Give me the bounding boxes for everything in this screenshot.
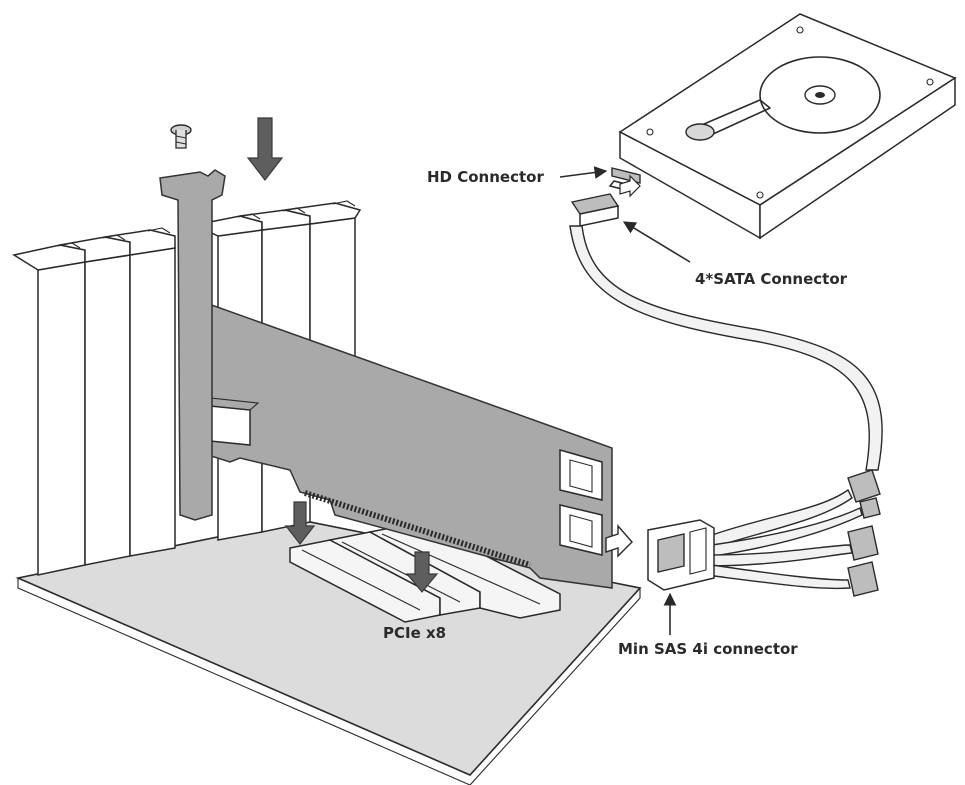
down-arrow-icon [246,117,284,181]
sata-connector-label: 4*SATA Connector [695,270,848,288]
card-mounting-bracket [159,169,226,521]
sata-cable [569,193,883,471]
raid-controller-card [191,296,613,589]
screw-icon [170,124,192,149]
right-arrow-icon [605,524,633,558]
pcie-slots [289,521,561,623]
sas-connector-label: Min SAS 4i connector [618,640,798,658]
hd-connector-label: HD Connector [427,168,544,186]
hard-drive [608,13,957,240]
sata-connector-leader [622,221,691,263]
down-arrow-icon [284,501,316,545]
hd-connector-leader [559,166,608,179]
pcie-label: PCIe x8 [383,624,446,642]
down-arrow-icon [405,551,439,593]
sas-fanout-cable [647,469,881,597]
right-arrow-icon [619,174,641,198]
